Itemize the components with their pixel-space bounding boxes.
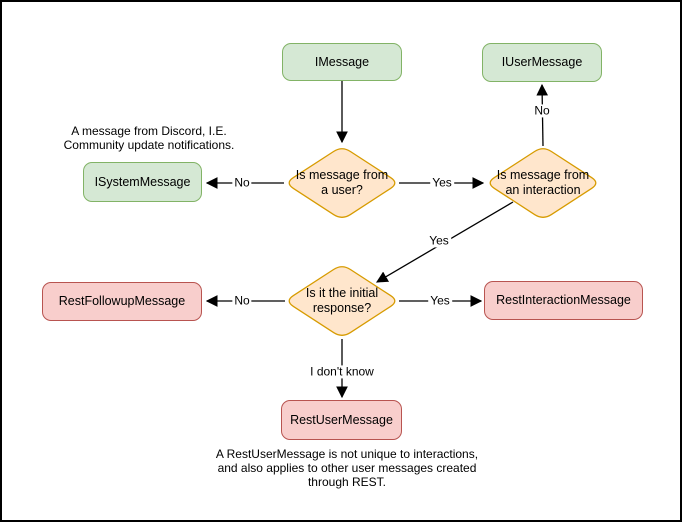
node-restusermessage-label: RestUserMessage	[290, 412, 393, 427]
edge-label-initial-response-unknown: I don't know	[308, 364, 376, 379]
edge-label-initial-response-no: No	[232, 293, 252, 308]
decision-diamond-is-message-from-interaction	[489, 148, 597, 218]
edge-label-from-interaction-yes: Yes	[427, 233, 451, 248]
note-system-message: A message from Discord, I.E. Community u…	[63, 124, 235, 152]
decision-diamond-is-initial-response	[288, 266, 396, 336]
node-isystemmessage-label: ISystemMessage	[94, 174, 191, 189]
node-iusermessage-label: IUserMessage	[501, 55, 583, 70]
edge-label-from-interaction-no: No	[532, 103, 552, 118]
node-restinteractionmessage: RestInteractionMessage	[484, 281, 643, 320]
node-restusermessage: RestUserMessage	[281, 400, 402, 440]
node-imessage-label: IMessage	[314, 54, 370, 69]
edge-label-from-user-no: No	[232, 175, 252, 190]
node-iusermessage: IUserMessage	[482, 43, 602, 82]
edge-label-initial-response-yes: Yes	[428, 293, 452, 308]
note-rest-user-message: A RestUserMessage is not unique to inter…	[215, 447, 479, 489]
node-restfollowupmessage-label: RestFollowupMessage	[58, 294, 186, 309]
node-restinteractionmessage-label: RestInteractionMessage	[496, 293, 631, 308]
node-isystemmessage: ISystemMessage	[83, 162, 202, 202]
decision-diamond-is-message-from-user	[288, 148, 396, 218]
node-restfollowupmessage: RestFollowupMessage	[42, 282, 202, 321]
edge-label-from-user-yes: Yes	[430, 175, 454, 190]
node-imessage: IMessage	[282, 43, 402, 81]
